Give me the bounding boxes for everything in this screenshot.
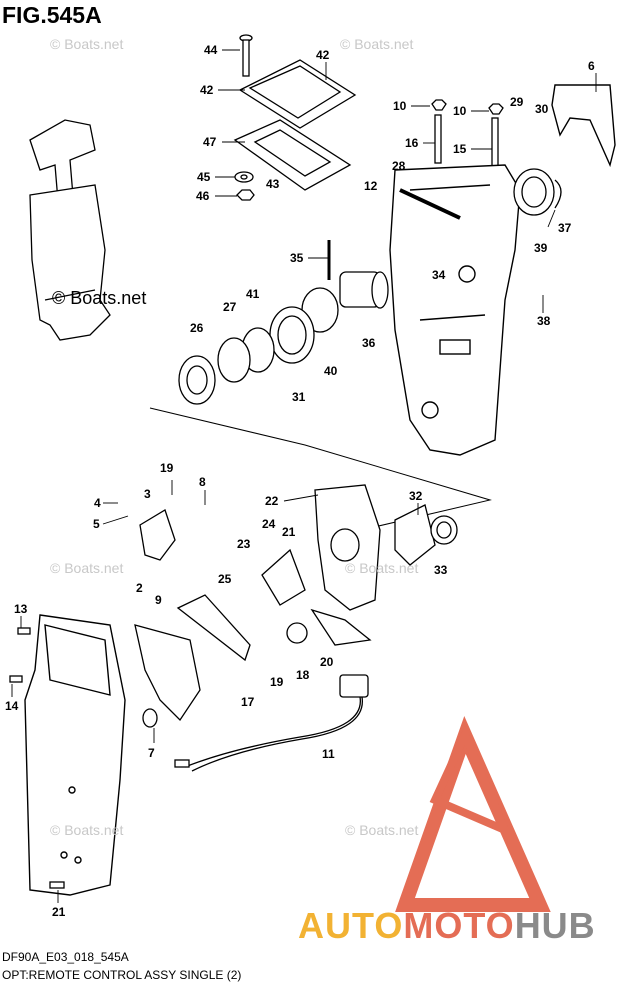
callout-41: 41 [246,287,260,301]
automotohub-logo-icon [395,716,551,912]
callout-14: 14 [5,699,19,713]
brand-hub: HUB [514,905,596,946]
callout-11: 11 [322,747,335,761]
brand-auto: AUTO [298,905,404,946]
callout-39: 39 [534,241,548,255]
callout-12: 12 [364,179,378,193]
callout-16: 16 [405,136,419,150]
callout-40: 40 [324,364,338,378]
figure-caption: OPT:REMOTE CONTROL ASSY SINGLE (2) [2,968,242,982]
watermark: © Boats.net [50,36,124,52]
callout-34: 34 [432,268,446,282]
callout-33: 33 [434,563,448,577]
rings [178,327,275,405]
callout-20: 20 [320,655,334,669]
callout-3: 3 [144,487,151,501]
cover-plate [24,614,126,896]
plate-24 [261,548,306,606]
rod-28 [399,188,461,220]
callout-8: 8 [199,475,206,489]
callout-19: 19 [160,461,174,475]
watermark: © Boats.net [50,560,124,576]
callout-26: 26 [190,321,204,335]
callout-43: 43 [266,177,280,191]
watermark-dark: © Boats.net [52,288,147,308]
lever-17 [176,594,251,662]
screw-44 [239,34,253,77]
callout-35: 35 [290,251,304,265]
callout-5: 5 [93,517,100,531]
callout-17: 17 [241,695,255,709]
callout-31: 31 [292,390,306,404]
callout-13: 13 [14,602,28,616]
cam-32 [394,504,458,566]
gear-36 [339,271,389,309]
brand-moto: MOTO [403,905,515,946]
switch-11 [174,674,369,772]
housing [389,164,521,456]
callout-27: 27 [223,300,237,314]
studs [431,99,504,181]
control-lever-handle [29,119,111,341]
callout-32: 32 [409,489,423,503]
callout-10: 10 [393,99,407,113]
side-plate-6 [551,84,616,168]
callout-29: 29 [510,95,524,109]
leader-lines [11,49,597,903]
callout-19: 19 [270,675,284,689]
arm-2 [134,624,201,722]
brand-wordmark: AUTOMOTOHUB [298,905,596,947]
lever-9 [139,509,176,561]
cage-31 [269,306,315,364]
callout-36: 36 [362,336,376,350]
callout-18: 18 [296,668,310,682]
callout-46: 46 [196,189,210,203]
callout-44: 44 [204,43,218,57]
washer-18 [286,622,308,644]
washer-nut [234,171,255,201]
callout-45: 45 [197,170,211,184]
callout-25: 25 [218,572,232,586]
figure-title: FIG.545A [2,2,102,28]
callout-28: 28 [392,159,406,173]
callout-7: 7 [148,746,155,760]
callout-23: 23 [237,537,251,551]
bracket-22 [314,484,381,611]
watermark: © Boats.net [340,36,414,52]
callout-6: 6 [588,59,595,73]
figure-code: DF90A_E03_018_545A [2,950,129,964]
callout-42: 42 [316,48,330,62]
callout-42: 42 [200,83,214,97]
callout-47: 47 [203,135,217,149]
callout-10: 10 [453,104,467,118]
callout-15: 15 [453,142,467,156]
watermark: © Boats.net [345,822,419,838]
callout-37: 37 [558,221,572,235]
bushing-39 [513,168,562,216]
callout-labels: 44 42 42 47 45 43 46 10 10 29 30 6 16 15… [5,43,595,919]
watermark: © Boats.net [50,822,124,838]
callout-24: 24 [262,517,276,531]
callout-30: 30 [535,102,549,116]
callout-2: 2 [136,581,143,595]
callout-22: 22 [265,494,279,508]
callout-4: 4 [94,496,101,510]
callout-38: 38 [537,314,551,328]
screws-lower [9,627,158,889]
callout-21: 21 [52,905,66,919]
callout-21: 21 [282,525,296,539]
plate-20 [310,608,372,646]
bracket-plate [233,59,357,191]
watermark: © Boats.net [345,560,419,576]
callout-9: 9 [155,593,162,607]
